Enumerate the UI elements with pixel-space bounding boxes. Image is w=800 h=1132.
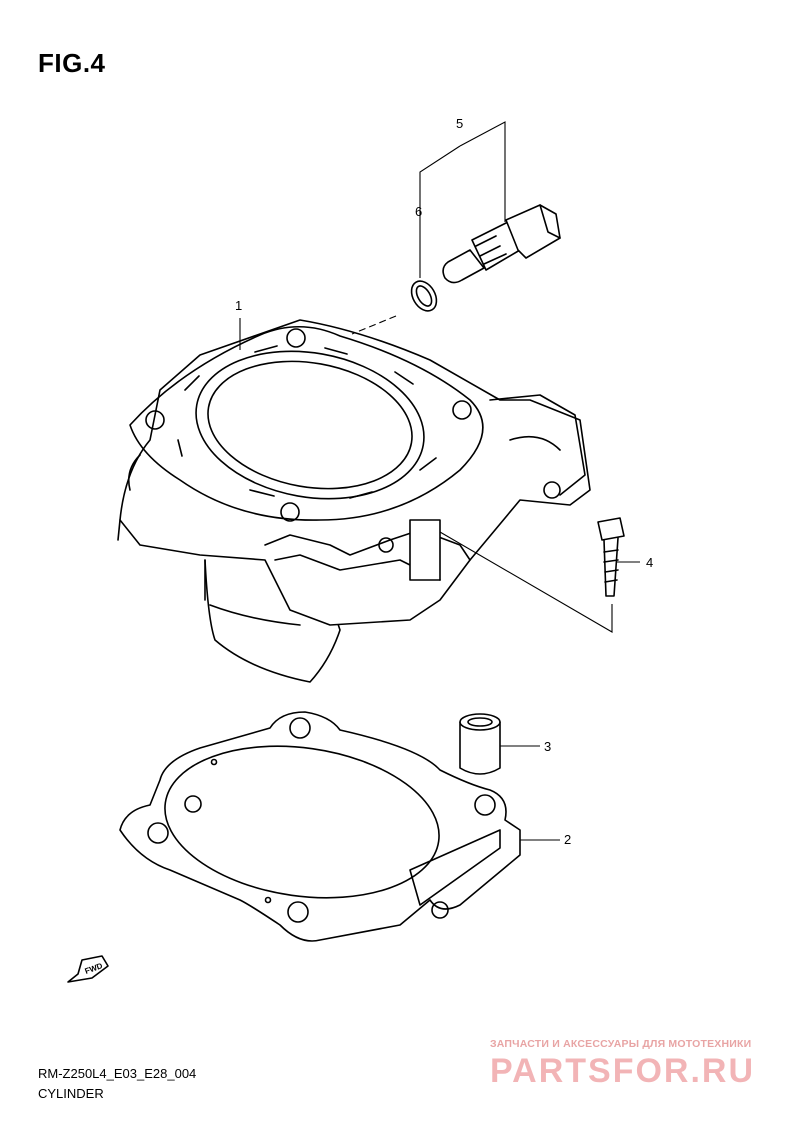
cylinder-part	[117, 319, 591, 683]
figure-title: FIG.4	[38, 48, 106, 78]
gasket-part	[119, 711, 521, 942]
watermark-tagline: ЗАПЧАСТИ И АКСЕССУАРЫ ДЛЯ МОТОТЕХНИКИ	[490, 1038, 752, 1050]
callout-1: 1	[235, 298, 243, 313]
callout-4: 4	[646, 555, 654, 570]
callout-3: 3	[544, 739, 552, 754]
temperature-sensor-part	[442, 204, 561, 284]
bolt-part	[597, 517, 625, 597]
callout-6: 6	[415, 204, 423, 219]
diagram-name: CYLINDER	[38, 1086, 104, 1101]
o-ring-part	[410, 280, 438, 312]
callout-5: 5	[456, 116, 464, 131]
forward-direction-arrow	[67, 955, 109, 983]
diagram-code: RM-Z250L4_E03_E28_004	[38, 1066, 197, 1081]
leader-lines	[239, 121, 640, 841]
watermark-brand: PARTSFOR.RU	[490, 1052, 755, 1090]
callout-2: 2	[564, 832, 572, 847]
dowel-pin-part	[459, 713, 501, 775]
